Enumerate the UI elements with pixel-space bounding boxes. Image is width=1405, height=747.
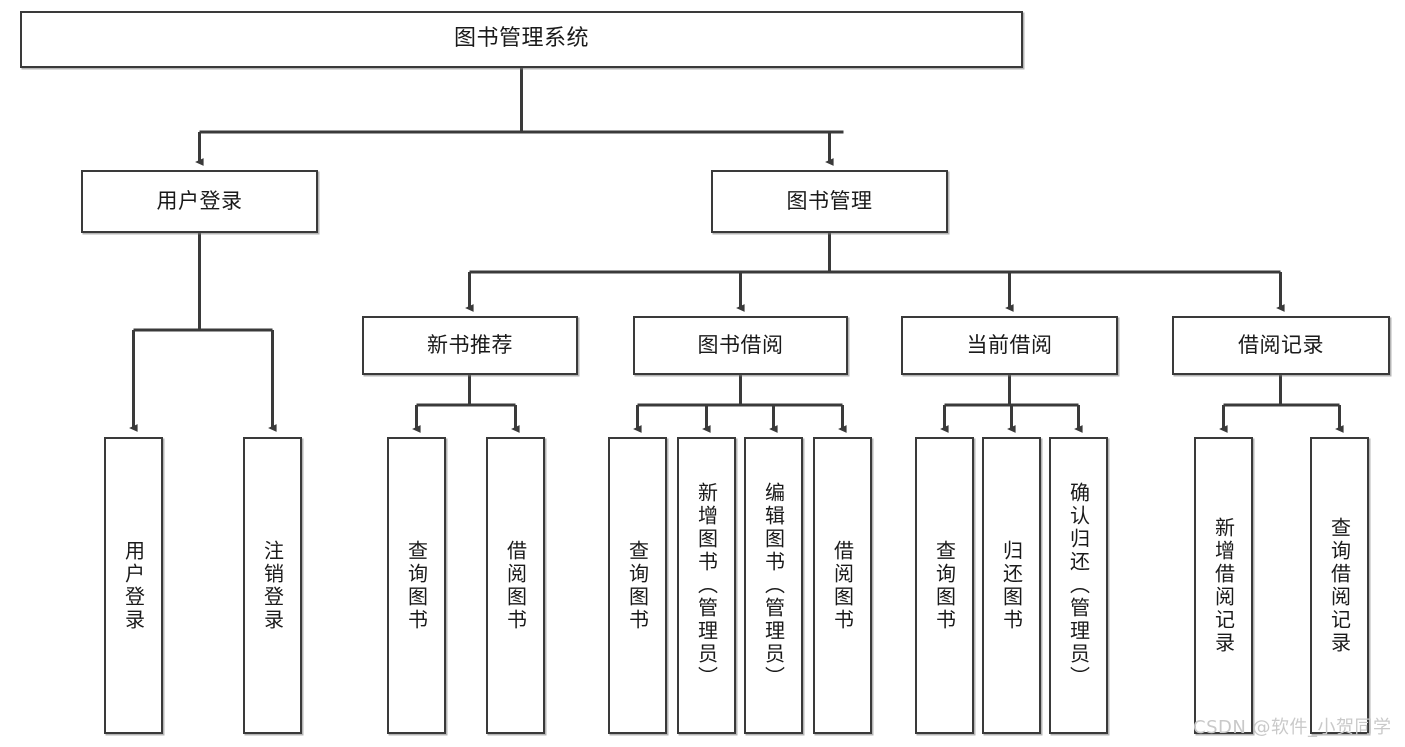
- node-current-borrow-label: 当前借阅: [966, 332, 1053, 357]
- node-root[interactable]: 图书管理系统: [20, 11, 1023, 68]
- node-user-login-label: 用户登录: [156, 188, 243, 213]
- node-root-label: 图书管理系统: [453, 26, 589, 52]
- node-leaf-logout[interactable]: 注销登录: [243, 437, 302, 734]
- node-leaf-query-book-3[interactable]: 查询图书: [915, 437, 974, 734]
- node-user-login[interactable]: 用户登录: [81, 170, 318, 233]
- node-leaf-borrow-book-2[interactable]: 借阅图书: [813, 437, 872, 734]
- node-leaf-query-book-2-label: 查询图书: [625, 539, 650, 632]
- node-leaf-add-record-label: 新增借阅记录: [1211, 516, 1236, 655]
- node-borrow-record[interactable]: 借阅记录: [1172, 316, 1390, 375]
- node-leaf-add-book[interactable]: 新增图书（管理员）: [677, 437, 736, 734]
- node-leaf-edit-book-label: 编辑图书（管理员）: [761, 482, 786, 689]
- node-leaf-borrow-book-2-label: 借阅图书: [830, 539, 855, 632]
- watermark: CSDN @软件_小贺同学: [1193, 717, 1392, 738]
- node-leaf-add-record[interactable]: 新增借阅记录: [1194, 437, 1253, 734]
- node-leaf-query-record-label: 查询借阅记录: [1327, 516, 1352, 655]
- node-leaf-query-book-2[interactable]: 查询图书: [608, 437, 667, 734]
- node-borrow-record-label: 借阅记录: [1238, 332, 1324, 357]
- node-leaf-return-book[interactable]: 归还图书: [982, 437, 1041, 734]
- node-leaf-logout-label: 注销登录: [260, 539, 285, 632]
- node-leaf-borrow-book-1-label: 借阅图书: [503, 539, 528, 632]
- node-leaf-query-book-3-label: 查询图书: [932, 539, 957, 632]
- node-current-borrow[interactable]: 当前借阅: [901, 316, 1118, 375]
- node-leaf-query-book-1-label: 查询图书: [404, 539, 429, 632]
- node-leaf-return-book-label: 归还图书: [999, 539, 1024, 632]
- node-leaf-user-login[interactable]: 用户登录: [104, 437, 163, 734]
- node-leaf-edit-book[interactable]: 编辑图书（管理员）: [744, 437, 803, 734]
- node-leaf-query-book-1[interactable]: 查询图书: [387, 437, 446, 734]
- node-book-manage-label: 图书管理: [786, 188, 873, 213]
- node-leaf-query-record[interactable]: 查询借阅记录: [1310, 437, 1369, 734]
- node-leaf-confirm-return[interactable]: 确认归还（管理员）: [1049, 437, 1108, 734]
- node-new-book-recommend-label: 新书推荐: [427, 332, 513, 357]
- node-book-borrow-label: 图书借阅: [697, 332, 784, 357]
- node-leaf-user-login-label: 用户登录: [121, 539, 146, 632]
- node-leaf-confirm-return-label: 确认归还（管理员）: [1066, 482, 1091, 689]
- node-new-book-recommend[interactable]: 新书推荐: [362, 316, 578, 375]
- node-book-borrow[interactable]: 图书借阅: [633, 316, 848, 375]
- node-book-manage[interactable]: 图书管理: [711, 170, 948, 233]
- node-leaf-borrow-book-1[interactable]: 借阅图书: [486, 437, 545, 734]
- node-leaf-add-book-label: 新增图书（管理员）: [694, 482, 719, 689]
